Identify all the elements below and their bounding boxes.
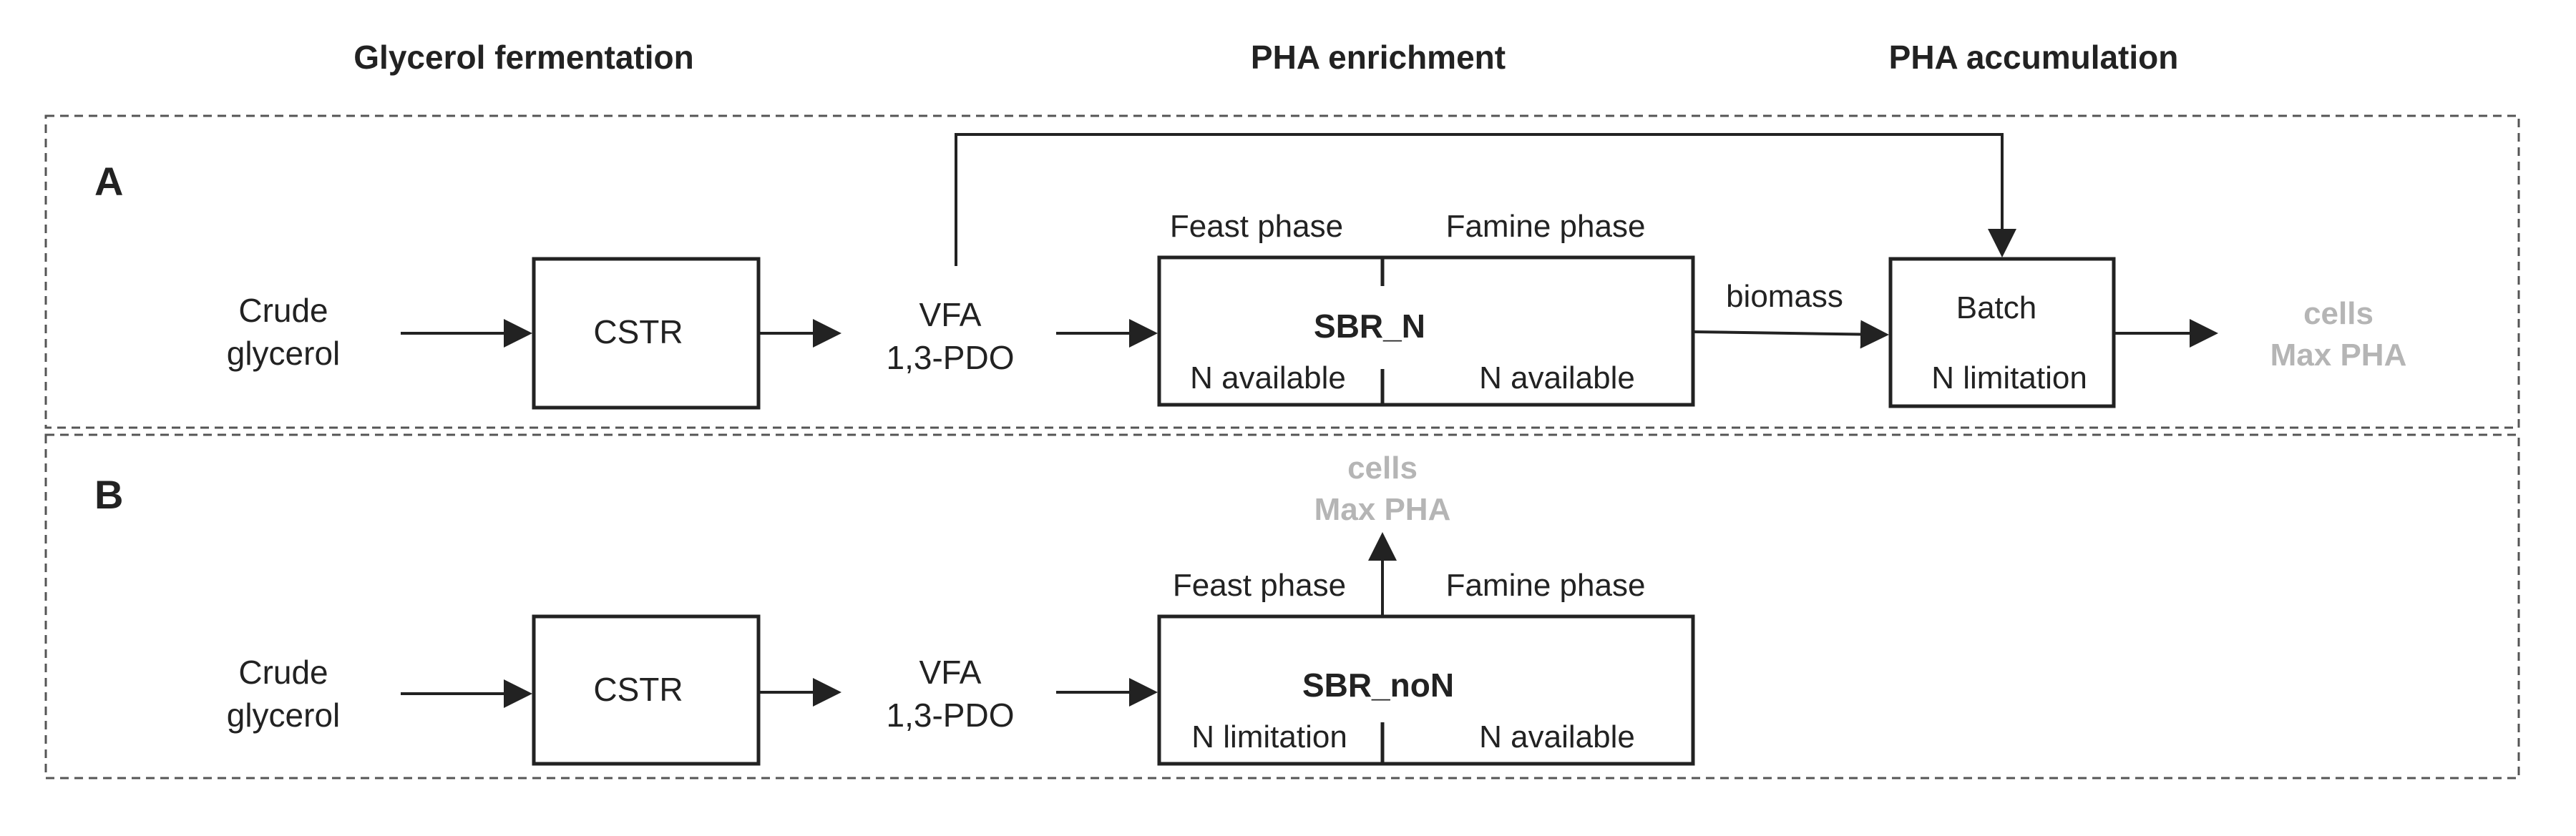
- panel-b-border: [44, 433, 2520, 780]
- panel-a-batch-box: [1888, 257, 2116, 408]
- panel-a-feast-condition: N available: [1190, 360, 1346, 395]
- panel-a-batch-label: Batch: [1956, 290, 2037, 325]
- panel-a-feast-label: Feast phase: [1169, 209, 1344, 244]
- panel-a-vfa-line1: VFA: [919, 296, 982, 333]
- panel-a-arrow-sbr-batch: [1694, 320, 1889, 349]
- panel-a-vfa-line2: 1,3-PDO: [886, 339, 1015, 376]
- panel-a-sbr-label: SBR_N: [1314, 308, 1425, 345]
- panel-a-batch-condition: N limitation: [1931, 360, 2087, 395]
- header-pha-enrichment: PHA enrichment: [1250, 39, 1506, 76]
- panel-b-feast-label: Feast phase: [1172, 568, 1347, 603]
- header-pha-accumulation: PHA accumulation: [1888, 39, 2179, 76]
- panel-b-cstr-box: [532, 614, 761, 766]
- panel-a-biomass-label: biomass: [1726, 279, 1843, 314]
- panel-b-sbr-label: SBR_noN: [1302, 667, 1455, 704]
- panel-b-sbr-box: [1157, 614, 1695, 766]
- header-glycerol-fermentation: Glycerol fermentation: [353, 39, 694, 76]
- panel-b-input-line2: glycerol: [226, 697, 341, 734]
- panel-b-vfa-line1: VFA: [919, 654, 982, 691]
- panel-b-famine-condition: N available: [1479, 719, 1635, 754]
- panel-a-cstr-box: [532, 257, 761, 410]
- panel-b-vfa-line2: 1,3-PDO: [886, 697, 1015, 734]
- panel-a-bypass-arrow: [955, 133, 2016, 266]
- panel-a-sbr-box: [1157, 255, 1695, 407]
- panel-a-border: [44, 114, 2520, 429]
- panel-a-famine-condition: N available: [1479, 360, 1635, 395]
- panel-a-output-line1: cells: [2303, 296, 2373, 331]
- panel-b-feast-condition: N limitation: [1191, 719, 1347, 754]
- panel-a-output-line2: Max PHA: [2270, 338, 2407, 373]
- panel-a-input-line1: Crude: [238, 292, 328, 329]
- panel-a-input-line2: glycerol: [226, 335, 341, 372]
- panel-b-letter: B: [94, 472, 124, 517]
- panel-a-cstr-label: CSTR: [593, 313, 683, 350]
- panel-a-letter: A: [94, 159, 124, 204]
- panel-b-famine-label: Famine phase: [1445, 568, 1646, 603]
- panel-b-cstr-label: CSTR: [593, 671, 683, 708]
- panel-b-output-line2: Max PHA: [1314, 492, 1451, 527]
- panel-b-output-line1: cells: [1347, 451, 1418, 486]
- panel-a-famine-label: Famine phase: [1445, 209, 1646, 244]
- panel-b-input-line1: Crude: [238, 654, 328, 691]
